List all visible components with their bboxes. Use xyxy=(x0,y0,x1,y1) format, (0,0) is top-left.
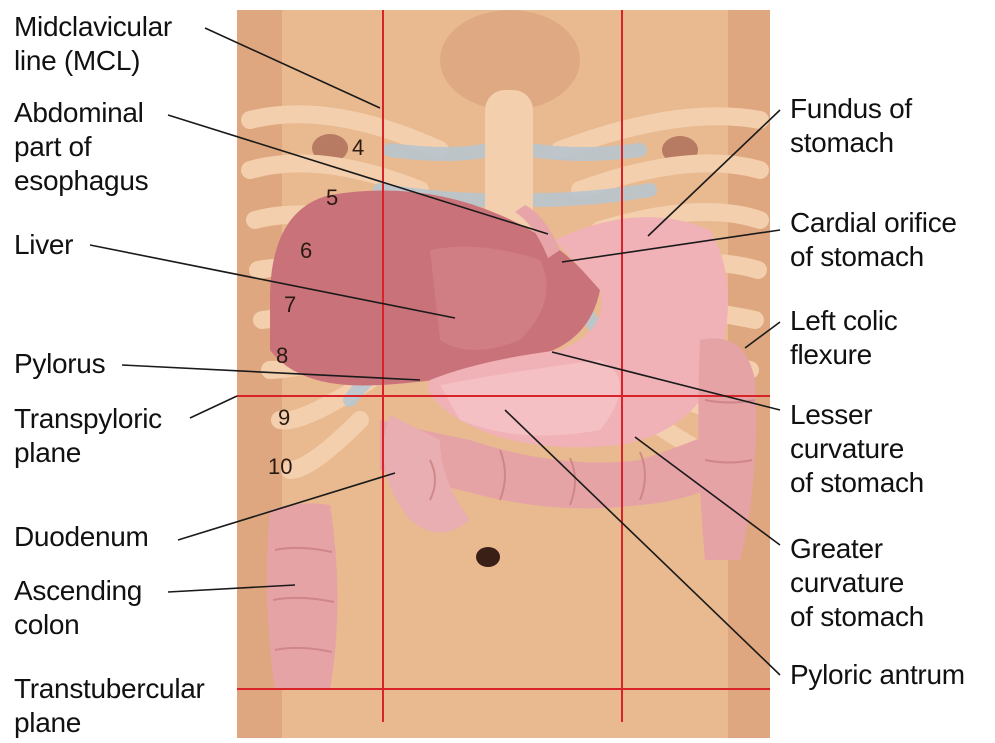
rib-number-10: 10 xyxy=(268,454,292,480)
rib-number-6: 6 xyxy=(300,238,312,264)
label-fundus-of-stomach: Fundus of stomach xyxy=(790,92,912,160)
label-pyloric-antrum: Pyloric antrum xyxy=(790,658,965,692)
navel xyxy=(476,547,500,567)
label-cardial-orifice: Cardial orifice of stomach xyxy=(790,206,957,274)
label-transpyloric-plane: Transpyloric plane xyxy=(14,402,162,470)
rib-number-5: 5 xyxy=(326,185,338,211)
label-abdominal-esophagus: Abdominal part of esophagus xyxy=(14,96,148,198)
ascending-colon-shape xyxy=(267,503,338,690)
label-transtubercular-plane: Transtubercular plane xyxy=(14,672,205,740)
label-ascending-colon: Ascending colon xyxy=(14,574,142,642)
rib-number-7: 7 xyxy=(284,292,296,318)
label-midclavicular-line: Midclavicular line (MCL) xyxy=(14,10,172,78)
label-lesser-curvature: Lesser curvature of stomach xyxy=(790,398,924,500)
label-pylorus: Pylorus xyxy=(14,347,105,381)
label-liver: Liver xyxy=(14,228,73,262)
label-greater-curvature: Greater curvature of stomach xyxy=(790,532,924,634)
label-duodenum: Duodenum xyxy=(14,520,149,554)
rib-number-8: 8 xyxy=(276,343,288,369)
rib-number-4: 4 xyxy=(352,135,364,161)
label-left-colic-flexure: Left colic flexure xyxy=(790,304,898,372)
rib-number-9: 9 xyxy=(278,405,290,431)
